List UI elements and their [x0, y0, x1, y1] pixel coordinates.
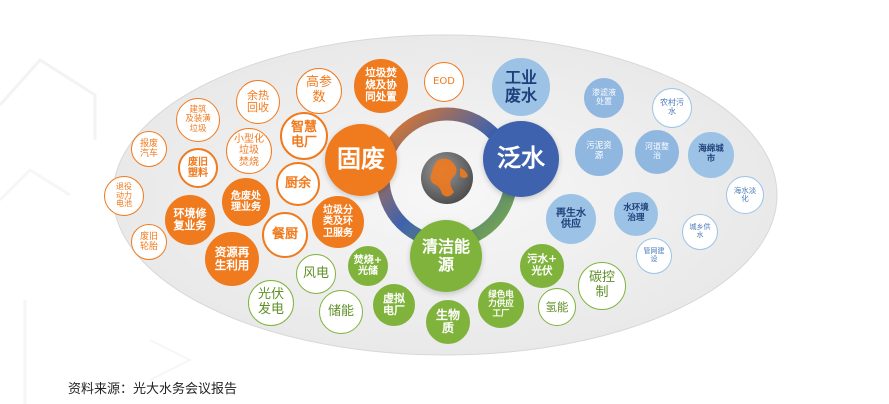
bubble-wind-power: 风电 — [296, 254, 336, 294]
bubble-hydrogen: 氢能 — [538, 288, 576, 326]
bubble-carbon-control: 碳控 制 — [578, 262, 626, 310]
hub-clean-energy: 清洁能 源 — [410, 220, 482, 292]
bubble-waste-incineration: 垃圾焚 烧及协 同处置 — [354, 59, 408, 113]
bubble-high-parameter: 高参 数 — [296, 68, 342, 114]
source-note: 资料来源：光大水务会议报告 — [68, 382, 238, 397]
bubble-resource-recycling: 资源再 生利用 — [205, 232, 259, 286]
bubble-industrial-wastewater: 工业 废水 — [492, 58, 550, 116]
bubble-sponge-city: 海绵城 市 — [688, 132, 734, 178]
bubble-reclaimed-water: 再生水 供应 — [546, 194, 596, 244]
bubble-rural-sewage: 农村污 水 — [652, 88, 692, 128]
bubble-construction-waste: 建筑 及装潢 垃圾 — [176, 98, 220, 142]
bubble-urban-rural-supply: 城乡供 水 — [682, 214, 718, 250]
globe-icon — [421, 152, 473, 204]
bubble-energy-storage: 储能 — [319, 290, 363, 334]
bubble-sewage-pv: 污水+ 光伏 — [520, 244, 564, 288]
bubble-river-treatment: 河道整 治 — [635, 130, 679, 174]
bubble-waste-plastics: 废旧 塑料 — [178, 148, 218, 188]
hub-water: 泛水 — [483, 121, 559, 197]
bubble-green-power-factory: 绿色电 力供应 工厂 — [478, 282, 524, 328]
bubble-sludge: 污泥资 源 — [575, 128, 623, 176]
bubble-kitchen-waste: 厨余 — [276, 162, 320, 206]
bubble-food-waste: 餐厨 — [262, 212, 308, 258]
bubble-solar-pv: 光伏 发电 — [248, 280, 294, 326]
hub-solid-waste: 固废 — [325, 124, 397, 196]
bubble-desalination: 海水淡 化 — [726, 176, 764, 214]
bubble-water-environment: 水环境 治理 — [614, 192, 658, 236]
watermark-lines — [0, 58, 193, 404]
bubble-waste-heat-recovery: 余热 回收 — [236, 80, 280, 124]
bubble-waste-sorting: 垃圾分 类及环 卫服务 — [312, 196, 364, 248]
bubble-scrapped-cars: 报废 汽车 — [131, 131, 167, 167]
bubble-virtual-plant: 虚拟 电厂 — [373, 284, 415, 326]
bubble-environmental-remediation: 环境修 复业务 — [165, 195, 215, 245]
bubble-hazardous-waste: 危废处 理业务 — [222, 178, 270, 226]
bubble-smart-plant: 智慧 电厂 — [280, 112, 328, 160]
bubble-retired-batteries: 退役 动力 电池 — [104, 176, 144, 216]
bubble-eod: EOD — [424, 62, 464, 102]
bubble-biomass: 生物 质 — [426, 300, 470, 344]
bubble-waste-tires: 废旧 轮胎 — [131, 224, 167, 260]
bubble-pipe-network: 管网建 设 — [636, 238, 672, 274]
bubble-incineration-storage: 焚烧+ 光储 — [348, 246, 388, 286]
bubble-leachate: 渗滤液 处置 — [584, 78, 624, 118]
bubble-small-incineration: 小型化 垃圾 焚烧 — [226, 128, 272, 174]
